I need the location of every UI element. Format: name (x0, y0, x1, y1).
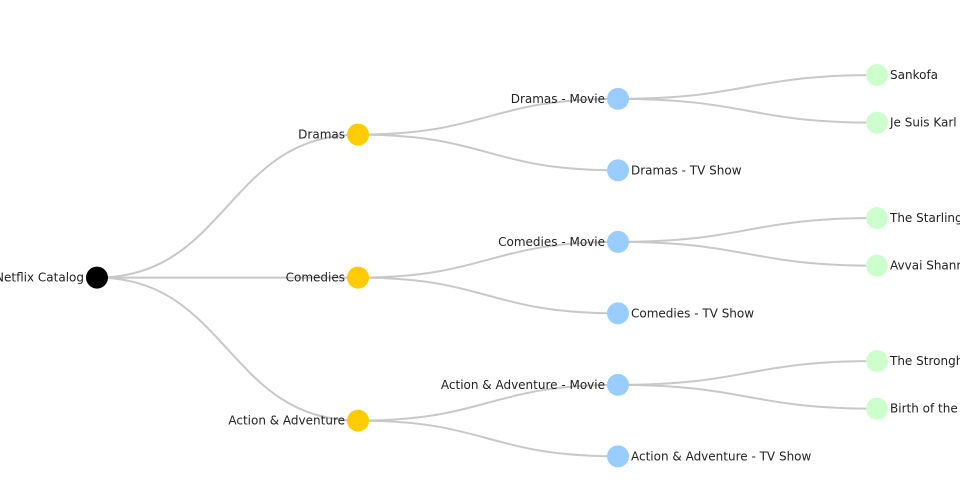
title-node-circle[interactable] (866, 207, 888, 230)
type-node-comedies-movie[interactable]: Comedies - Movie (498, 230, 629, 253)
link-action-and-adventure-movie-to-the-stronghold (617, 360, 878, 386)
category-node-label: Dramas (298, 128, 345, 142)
type-node-label: Dramas - Movie (511, 92, 605, 106)
link-comedies-to-comedies-movie (357, 240, 619, 279)
type-node-label: Action & Adventure - Movie (441, 378, 605, 392)
link-comedies-to-comedies-tv-show (357, 276, 619, 315)
category-node-label: Action & Adventure (228, 414, 345, 428)
title-node-label: Birth of the Dragon (890, 402, 960, 416)
title-node-circle[interactable] (866, 350, 888, 373)
tree-nodes: Netflix Catalog Dramas Dramas - Movie Sanko… (0, 64, 960, 468)
type-node-action-and-adventure-movie[interactable]: Action & Adventure - Movie (441, 373, 629, 396)
type-node-comedies-tv-show[interactable]: Comedies - TV Show (607, 302, 754, 325)
root-node-label: Netflix Catalog (0, 271, 84, 285)
type-node-circle[interactable] (607, 230, 629, 253)
category-node-circle[interactable] (347, 409, 369, 432)
link-dramas-movie-to-sankofa (617, 74, 878, 100)
title-node-label: Je Suis Karl (889, 116, 957, 130)
link-action-and-adventure-movie-to-birth-of-the-dragon (617, 383, 878, 410)
type-node-circle[interactable] (607, 159, 629, 182)
title-node-je-suis-karl[interactable]: Je Suis Karl (866, 111, 957, 134)
type-node-action-and-adventure-tv-show[interactable]: Action & Adventure - TV Show (607, 445, 812, 468)
link-action-and-adventure-to-action-and-adventure-tv-show (357, 419, 619, 458)
root-node-circle[interactable] (86, 266, 108, 289)
type-node-label: Action & Adventure - TV Show (631, 449, 812, 463)
title-node-circle[interactable] (866, 64, 888, 86)
title-node-avvai-shanmughi[interactable]: Avvai Shanmughi (866, 254, 960, 277)
type-node-circle[interactable] (607, 302, 629, 325)
tree-links (96, 74, 878, 458)
title-node-birth-of-the-dragon[interactable]: Birth of the Dragon (866, 397, 960, 420)
type-node-dramas-movie[interactable]: Dramas - Movie (511, 87, 629, 110)
link-dramas-movie-to-je-suis-karl (617, 97, 878, 124)
link-comedies-movie-to-the-starling (617, 217, 878, 243)
type-node-label: Dramas - TV Show (631, 163, 742, 177)
root-node-netflix-catalog[interactable]: Netflix Catalog (0, 266, 108, 289)
link-netflix-catalog-to-action-and-adventure (96, 276, 359, 422)
link-dramas-to-dramas-tv-show (357, 133, 619, 172)
title-node-the-stronghold[interactable]: The Stronghold (866, 350, 960, 373)
category-node-label: Comedies (286, 271, 345, 285)
category-node-dramas[interactable]: Dramas (298, 123, 369, 146)
link-dramas-to-dramas-movie (357, 97, 619, 136)
title-node-the-starling[interactable]: The Starling (866, 207, 960, 230)
link-netflix-catalog-to-dramas (96, 133, 359, 279)
type-node-circle[interactable] (607, 87, 629, 110)
title-node-label: The Starling (889, 211, 960, 225)
category-node-action-and-adventure[interactable]: Action & Adventure (228, 409, 369, 432)
title-node-label: The Stronghold (889, 354, 960, 368)
title-node-label: Sankofa (890, 68, 938, 82)
type-node-circle[interactable] (607, 445, 629, 468)
type-node-label: Comedies - TV Show (631, 306, 754, 320)
title-node-sankofa[interactable]: Sankofa (866, 64, 938, 86)
title-node-circle[interactable] (866, 111, 888, 134)
type-node-label: Comedies - Movie (498, 235, 605, 249)
type-node-dramas-tv-show[interactable]: Dramas - TV Show (607, 159, 742, 182)
type-node-circle[interactable] (607, 373, 629, 396)
link-comedies-movie-to-avvai-shanmughi (617, 240, 878, 267)
title-node-label: Avvai Shanmughi (890, 259, 960, 273)
category-node-comedies[interactable]: Comedies (286, 266, 369, 289)
category-node-circle[interactable] (347, 266, 369, 289)
link-action-and-adventure-to-action-and-adventure-movie (357, 383, 619, 422)
title-node-circle[interactable] (866, 397, 888, 420)
category-node-circle[interactable] (347, 123, 369, 146)
title-node-circle[interactable] (866, 254, 888, 277)
